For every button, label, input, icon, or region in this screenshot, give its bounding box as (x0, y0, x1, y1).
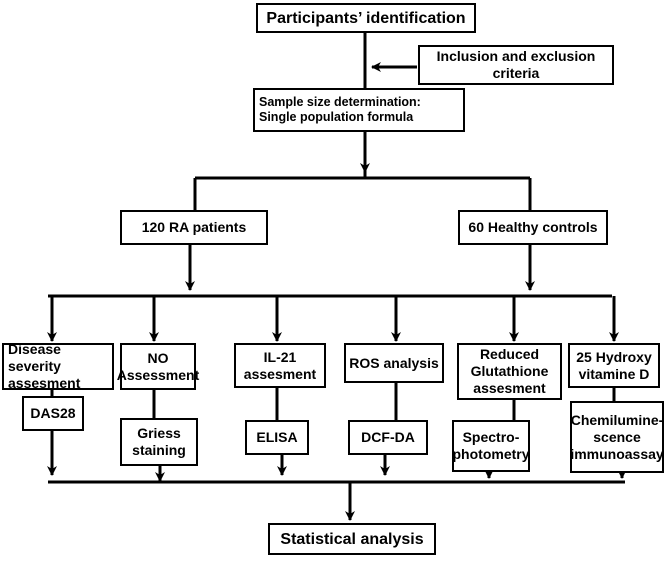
sample-size-box: Sample size determination: Single popula… (253, 88, 465, 132)
assessment-box-vitamin-d: 25 Hydroxy vitamine D (568, 343, 660, 388)
assessment-box-il21: IL-21 assesment (234, 343, 326, 388)
assessment-label: Reduced Glutathione assesment (470, 346, 549, 396)
statistical-analysis-label: Statistical analysis (280, 530, 424, 548)
method-label: Griess staining (132, 425, 186, 458)
healthy-controls-label: 60 Healthy controls (468, 219, 598, 235)
assessment-label: ROS analysis (349, 354, 439, 371)
assessment-label: IL-21 assesment (243, 348, 317, 382)
assessment-box-glutathione: Reduced Glutathione assesment (457, 343, 562, 400)
healthy-controls-box: 60 Healthy controls (458, 210, 608, 245)
ra-patients-box: 120 RA patients (120, 210, 268, 245)
participants-identification-label: Participants’ identification (266, 9, 466, 27)
method-label: DAS28 (30, 405, 76, 421)
assessment-box-no: NO Assessment (117, 343, 199, 390)
sample-size-label: Sample size determination: Single popula… (259, 95, 421, 124)
method-box-elisa: ELISA (245, 420, 309, 455)
inclusion-exclusion-criteria-box: Inclusion and exclusion criteria (418, 45, 614, 85)
method-box-griess: Griess staining (120, 418, 198, 466)
method-label: DCF-DA (361, 429, 415, 445)
method-label: ELISA (256, 429, 298, 445)
method-label: Spectro- photometry (452, 429, 530, 462)
method-label: Chemilumine- scence immunoassay (570, 411, 664, 462)
assessment-box-ros: ROS analysis (344, 343, 444, 383)
method-box-das28: DAS28 (22, 396, 84, 431)
method-box-dcfda: DCF-DA (348, 420, 428, 455)
statistical-analysis-box: Statistical analysis (268, 523, 436, 555)
inclusion-exclusion-criteria-label: Inclusion and exclusion criteria (436, 48, 596, 81)
assessment-label: 25 Hydroxy vitamine D (576, 348, 652, 382)
participants-identification-box: Participants’ identification (256, 3, 476, 33)
assessment-box-disease-severity: Disease severity assesment (2, 341, 114, 391)
ra-patients-label: 120 RA patients (141, 219, 247, 235)
assessment-label: Disease severity assesment (8, 341, 81, 391)
assessment-label: NO Assessment (116, 349, 200, 383)
method-box-chemiluminescence: Chemilumine- scence immunoassay (570, 401, 664, 473)
method-box-spectrophotometry: Spectro- photometry (452, 420, 530, 472)
